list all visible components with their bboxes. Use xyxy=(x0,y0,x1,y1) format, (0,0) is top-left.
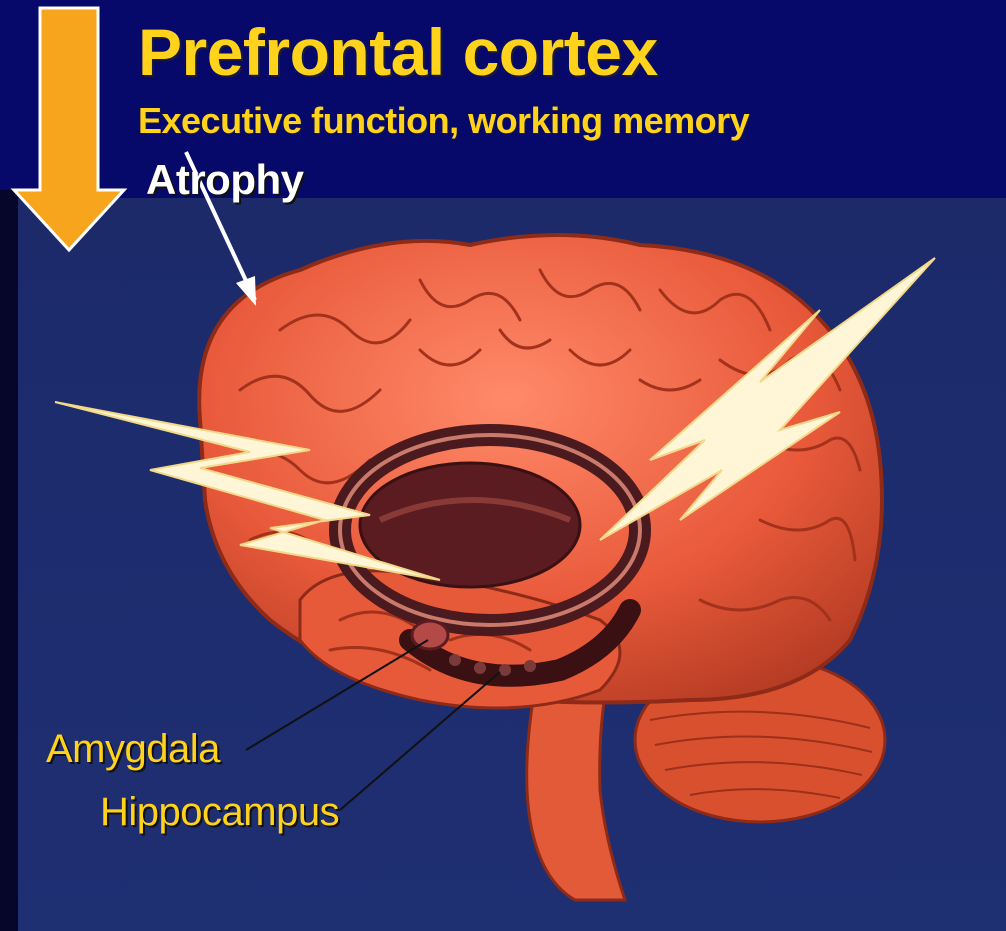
amygdala-structure xyxy=(412,621,448,649)
amygdala-label: Amygdala xyxy=(46,727,220,772)
left-edge-strip xyxy=(0,190,18,931)
hippocampus-label: Hippocampus xyxy=(100,790,339,835)
slide-subtitle: Executive function, working memory xyxy=(138,100,749,142)
atrophy-label: Atrophy xyxy=(146,156,304,204)
slide-title: Prefrontal cortex xyxy=(138,14,658,90)
